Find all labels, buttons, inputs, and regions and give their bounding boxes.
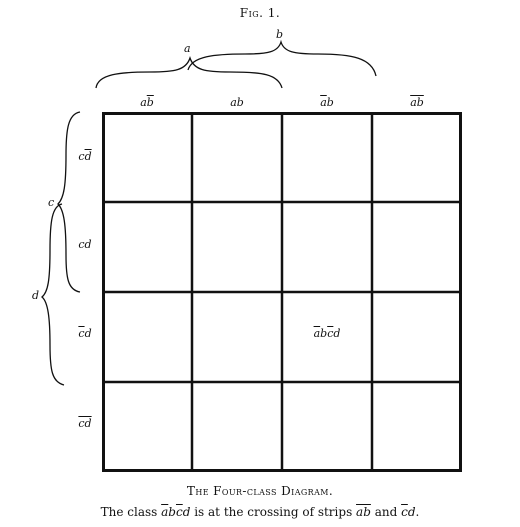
brace-c xyxy=(57,111,81,293)
brace-label-c: c xyxy=(48,196,55,209)
brace-label-a: a xyxy=(184,42,191,55)
caption-strip-2: cd xyxy=(401,505,416,519)
column-label-4: ab xyxy=(410,96,424,109)
four-class-grid xyxy=(102,112,462,472)
caption-text: The class abcd is at the crossing of str… xyxy=(100,505,420,519)
figure-label: Fig. 1. xyxy=(239,6,281,20)
brace-d xyxy=(40,203,65,386)
row-label-2: cd xyxy=(78,238,92,251)
column-label-1: ab xyxy=(140,96,154,109)
column-label-3: ab xyxy=(320,96,334,109)
row-label-4: cd xyxy=(78,417,92,430)
cell-label-abcd: abcd xyxy=(313,327,341,340)
row-label-1: cd xyxy=(78,150,92,163)
caption-class-name: abcd xyxy=(161,505,191,519)
brace-a xyxy=(95,55,283,89)
brace-label-b: b xyxy=(276,28,284,41)
caption-title: The Four-class Diagram. xyxy=(186,484,334,498)
column-label-2: ab xyxy=(230,96,244,109)
brace-label-d: d xyxy=(32,289,40,302)
brace-b xyxy=(187,39,377,77)
row-label-3: cd xyxy=(78,327,92,340)
caption-strip-1: ab xyxy=(356,505,371,519)
